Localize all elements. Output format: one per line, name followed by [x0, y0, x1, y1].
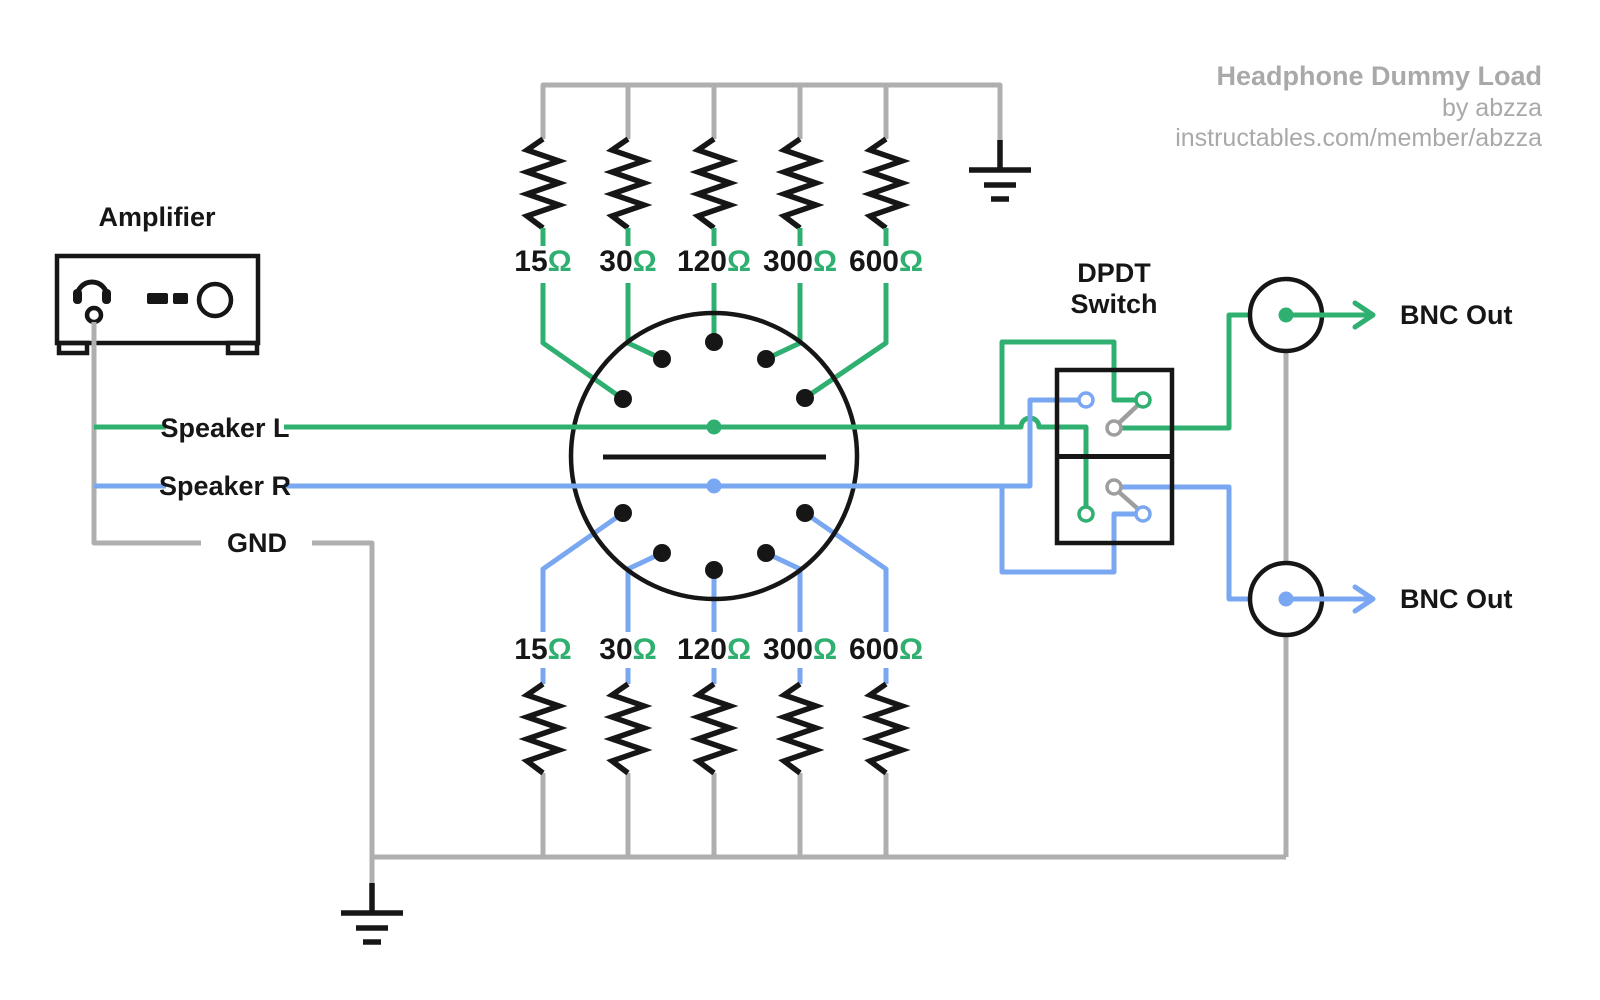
- gnd-wire-right: [312, 540, 375, 883]
- resistor-bank-top: 15Ω 30Ω 120Ω 300Ω 600Ω: [514, 139, 923, 402]
- diagram-author: by abzza: [1442, 94, 1542, 122]
- resistor-label: 15Ω: [514, 245, 571, 278]
- resistor-icon: [527, 139, 559, 228]
- dpdt-switch: DPDT Switch: [1054, 258, 1175, 546]
- speaker-r-output-wire: [1122, 484, 1252, 602]
- bnc-out-bottom-label: BNC Out: [1400, 584, 1512, 614]
- speaker-l-output-wire: [1122, 312, 1252, 431]
- top-ground-bus: [540, 82, 1003, 140]
- rotary-contact-dot: [614, 504, 632, 522]
- gnd-label: GND: [227, 528, 287, 558]
- ground-wiring: [91, 82, 1289, 942]
- dpdt-terminal-green-top: [1134, 391, 1152, 409]
- rotary-contact-dot: [796, 504, 814, 522]
- speaker-r-label: Speaker R: [159, 471, 291, 501]
- diagram-title: Headphone Dummy Load: [1216, 61, 1542, 91]
- ground-icon: [969, 140, 1031, 199]
- resistor-label: 300Ω: [763, 245, 837, 278]
- selector-wire: [540, 283, 625, 402]
- dpdt-common-bottom: [1105, 478, 1123, 496]
- rotary-contact-dot: [653, 350, 671, 368]
- resistor-label: 300Ω: [763, 633, 837, 666]
- resistor-icon: [698, 684, 730, 773]
- diagram-url: instructables.com/member/abzza: [1175, 124, 1542, 152]
- dpdt-terminal-blue-top: [1077, 391, 1095, 409]
- ground-icon: [341, 883, 403, 942]
- speaker-r-branch-wire: [999, 486, 1136, 575]
- amplifier-left-foot: [56, 340, 90, 356]
- speaker-l-wire: [284, 415, 1089, 514]
- rotary-contact-dot: [653, 544, 671, 562]
- rotary-contact-dot: [757, 544, 775, 562]
- rotary-switch: [568, 310, 860, 602]
- gnd-wire-left: [91, 322, 201, 546]
- amplifier-button-2: [173, 293, 188, 304]
- rotary-common-l-dot: [706, 419, 722, 435]
- headphone-left-pad: [73, 289, 82, 304]
- speaker-r-wiring: [94, 397, 1252, 602]
- resistor-bank-bottom: 15Ω 30Ω 120Ω 300Ω 600Ω: [514, 510, 923, 773]
- selector-wire: [625, 283, 664, 362]
- amplifier-body: [54, 253, 261, 346]
- selector-wire: [803, 510, 889, 632]
- resistor-icon: [612, 684, 644, 773]
- bnc-center-pin: [1278, 307, 1294, 323]
- dpdt-lever-bottom: [1117, 490, 1140, 511]
- dpdt-label-line1: DPDT: [1077, 258, 1151, 288]
- amplifier-symbol: Amplifier: [54, 202, 261, 356]
- headphone-jack-circle: [84, 305, 104, 325]
- dpdt-lever-top: [1117, 403, 1140, 425]
- dpdt-common-top: [1105, 419, 1123, 437]
- rotary-contact-dot: [614, 390, 632, 408]
- resistor-label: 600Ω: [849, 245, 923, 278]
- resistor-icon: [870, 684, 902, 773]
- resistor-icon: [870, 139, 902, 228]
- resistor-label: 120Ω: [677, 245, 751, 278]
- resistor-icon: [698, 139, 730, 228]
- resistor-icon: [784, 684, 816, 773]
- signal-arrow-head: [1352, 584, 1376, 614]
- dpdt-label-line2: Switch: [1070, 289, 1157, 319]
- selector-wire: [540, 510, 625, 632]
- rotary-contact-dot: [705, 561, 723, 579]
- resistor-icon: [612, 139, 644, 228]
- bnc-center-pin: [1278, 591, 1294, 607]
- headphone-right-pad: [102, 289, 111, 304]
- speaker-l-label: Speaker L: [160, 413, 289, 443]
- resistor-icon: [527, 684, 559, 773]
- selector-wire: [803, 283, 889, 401]
- amplifier-button-1: [147, 293, 168, 304]
- dpdt-terminal-green-bottom: [1077, 505, 1095, 523]
- amplifier-label: Amplifier: [98, 202, 216, 232]
- rotary-common-r-dot: [706, 478, 722, 494]
- resistor-icon: [784, 139, 816, 228]
- bnc-bottom-connector: BNC Out: [1247, 560, 1512, 638]
- bnc-out-top-label: BNC Out: [1400, 300, 1512, 330]
- rotary-contact-dot: [796, 389, 814, 407]
- rotary-contact-dot: [705, 333, 723, 351]
- volume-knob-icon: [196, 281, 234, 319]
- selector-wire: [764, 550, 803, 632]
- selector-wire: [764, 283, 803, 362]
- rotary-switch-outline: [568, 310, 860, 602]
- signal-arrow-head: [1352, 300, 1376, 330]
- resistor-label: 30Ω: [599, 633, 656, 666]
- bnc-top-connector: BNC Out: [1247, 276, 1512, 354]
- headphone-icon: [73, 279, 111, 304]
- resistor-label: 30Ω: [599, 245, 656, 278]
- amplifier-right-foot: [225, 340, 260, 356]
- selector-wire: [625, 550, 664, 632]
- resistor-label: 600Ω: [849, 633, 923, 666]
- resistor-label: 15Ω: [514, 633, 571, 666]
- dpdt-terminal-blue-bottom: [1134, 505, 1152, 523]
- resistor-label: 120Ω: [677, 633, 751, 666]
- speaker-l-branch-wire: [999, 339, 1136, 427]
- speaker-r-wire: [284, 397, 1079, 489]
- rotary-contact-dot: [757, 350, 775, 368]
